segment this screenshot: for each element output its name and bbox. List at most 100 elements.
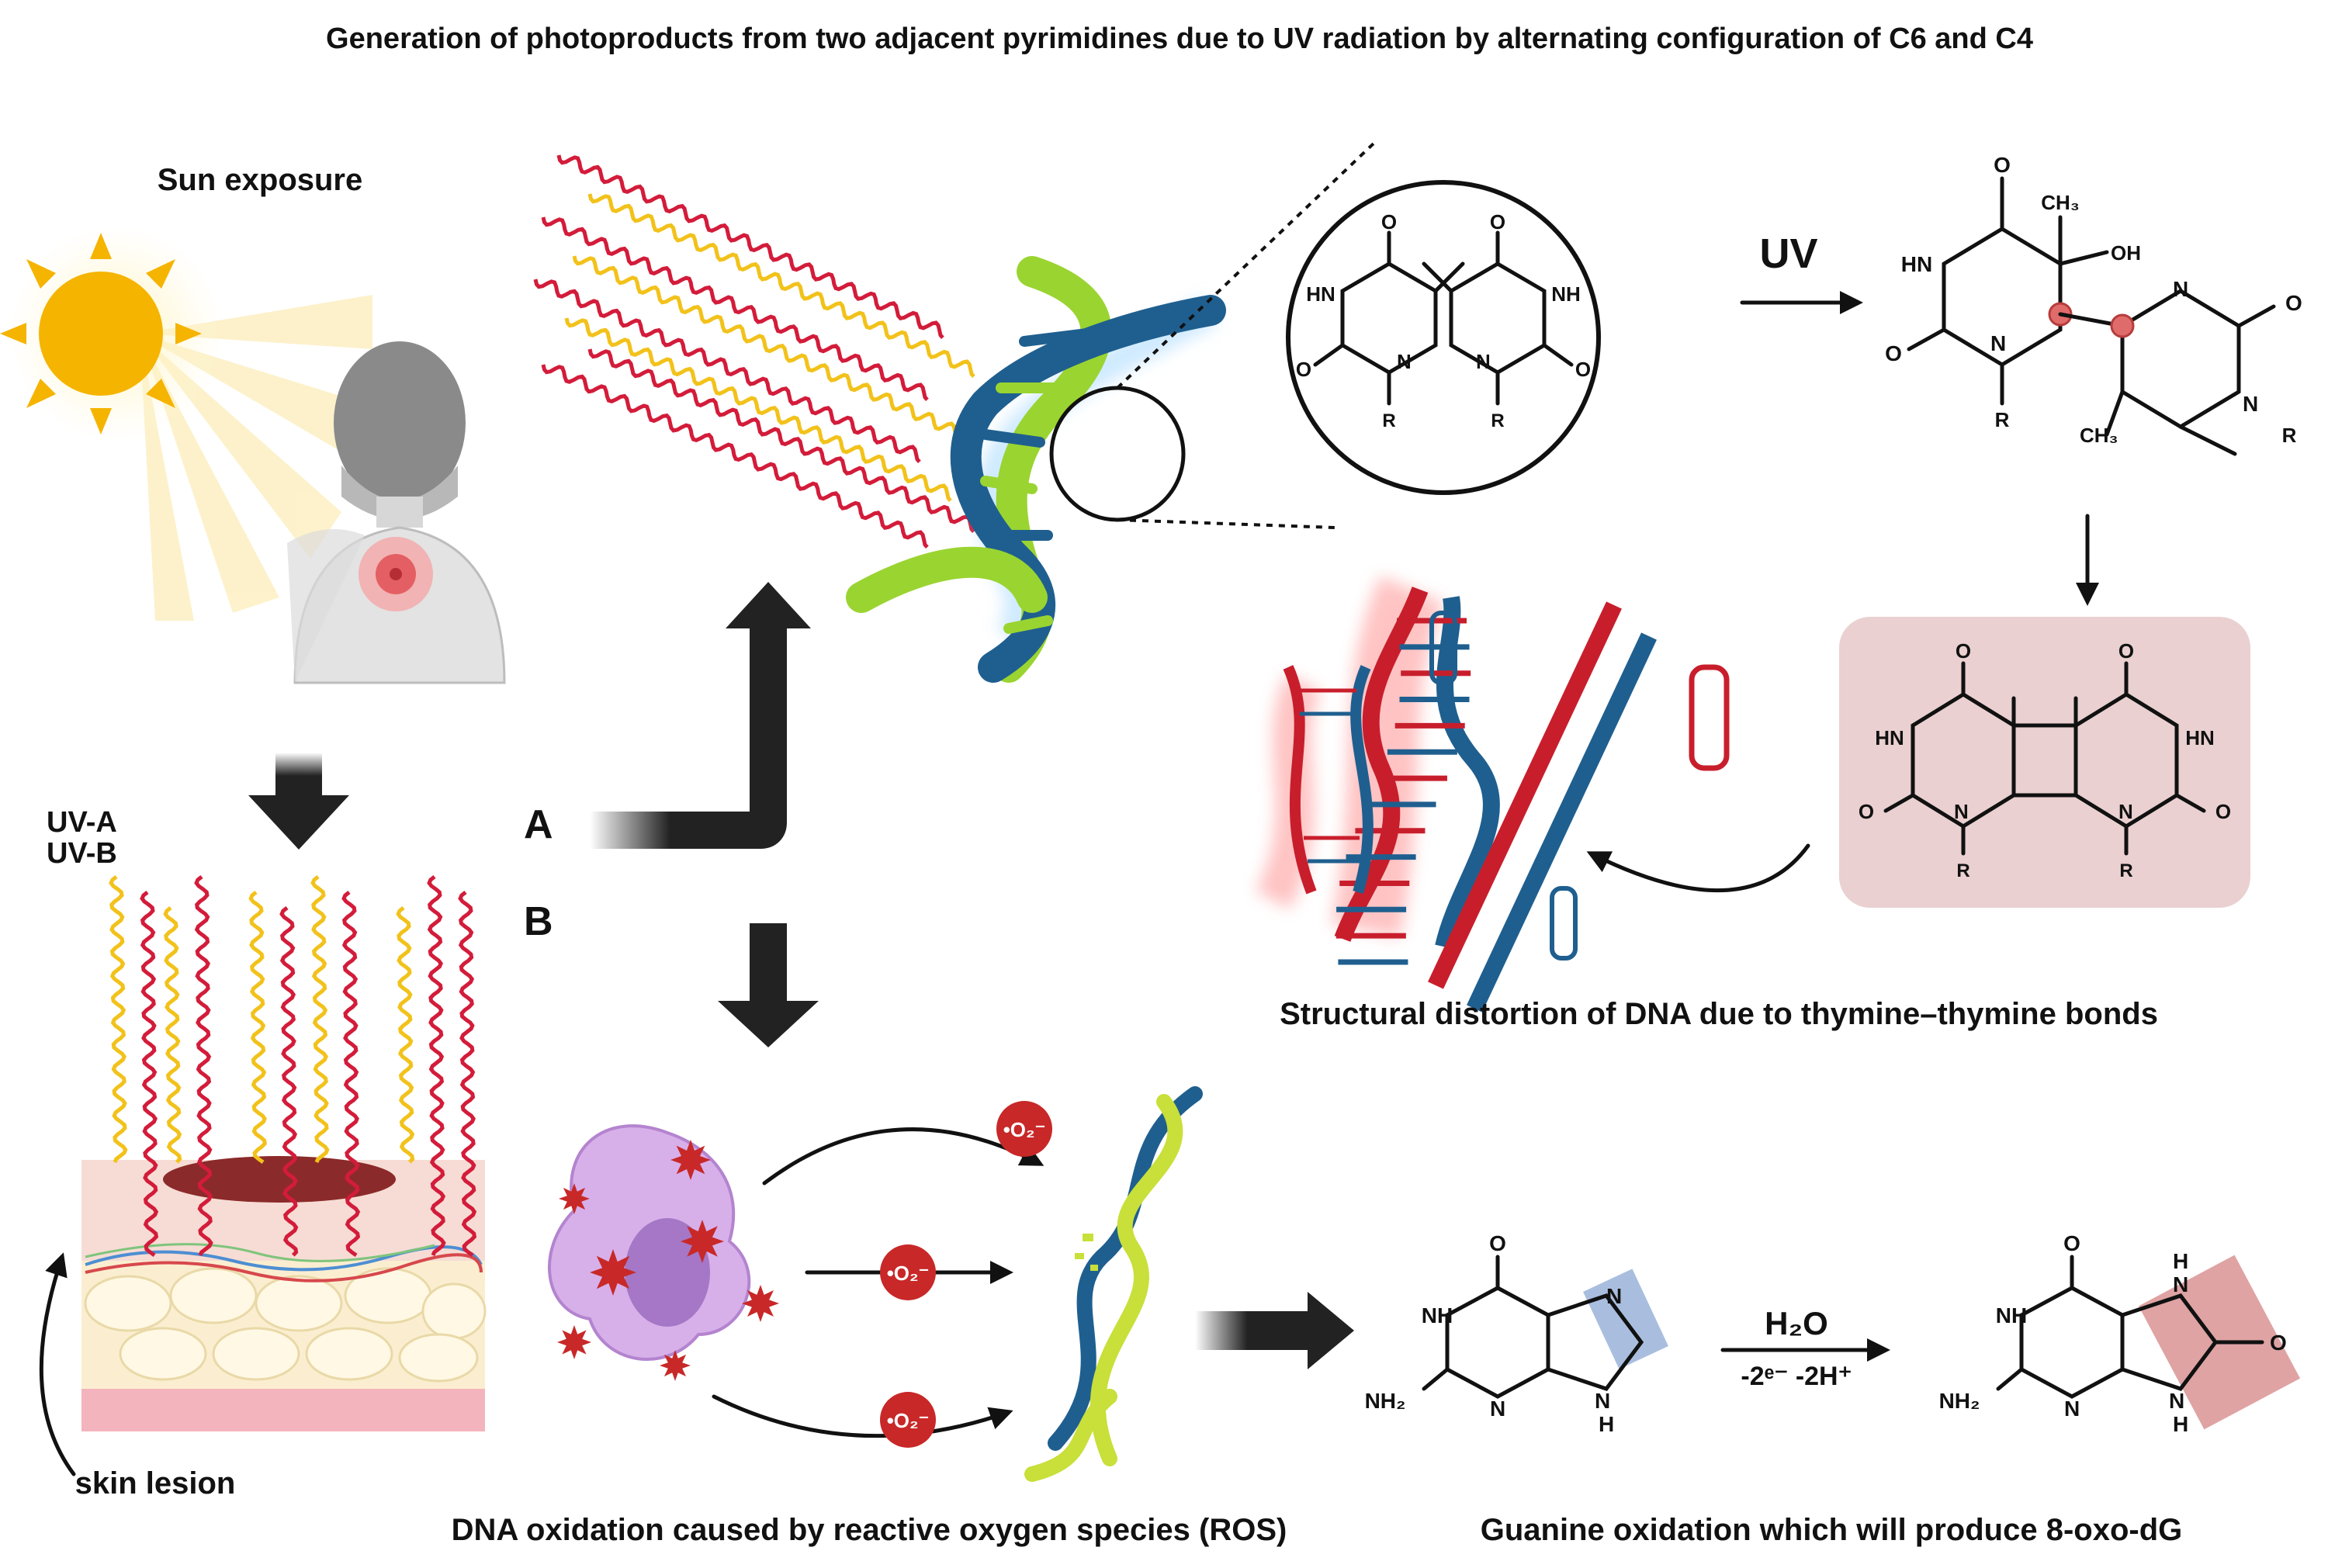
uvb-label: UV-B (47, 837, 117, 870)
photoproduct-6-4: O HN O N R CH₃ OH N O N R CH₃ (1885, 153, 2302, 456)
superoxide-radical-1: •O₂⁻ (996, 1101, 1052, 1157)
atom-n: N (1490, 1397, 1505, 1421)
uv-b-ray (572, 255, 960, 440)
uv-a-ray (556, 154, 944, 339)
oxidized-dna-icon (1024, 1086, 1203, 1482)
atom-nh: NH (1422, 1303, 1453, 1327)
atom-o: O (1381, 210, 1397, 234)
uv-b-ray (279, 906, 299, 1257)
uv-b-ray (140, 891, 159, 1257)
uv-b-ray (541, 364, 929, 549)
uv-arrow-label: UV (1759, 230, 1817, 277)
atom-ch3: CH₃ (2080, 424, 2118, 447)
uv-b-ray (427, 875, 446, 1256)
atom-o: O (1575, 358, 1591, 381)
atom-nh2: NH₂ (1365, 1389, 1406, 1413)
dna-zoom-circle (1049, 386, 1186, 522)
uv-a-ray (109, 875, 128, 1164)
atom-o: O (1885, 341, 1902, 365)
atom-n: N (2064, 1397, 2080, 1421)
arrow-to-distorted-dna (1586, 843, 1810, 893)
o2-label: •O₂⁻ (887, 1409, 930, 1432)
atom-h: H (2173, 1249, 2188, 1273)
pathway-arrows: A B (524, 582, 819, 1047)
atom-r: R (2282, 424, 2297, 447)
guanine-structure: O NH NH₂ N N N H (1365, 1231, 1668, 1436)
atom-n: N (2243, 392, 2258, 416)
uv-b-ray (564, 317, 952, 502)
uv-a-ray (533, 279, 921, 463)
uv-rays-to-dna (533, 154, 975, 549)
thymine-left: O HN O N R (1296, 210, 1465, 431)
distorted-dna-left-icon (1283, 665, 1374, 895)
oxidation-arrow: H₂O -2ᵉ⁻ -2H⁺ (1720, 1305, 1890, 1391)
ros-burst-icon (559, 1183, 590, 1214)
ros-burst-icon (681, 1220, 724, 1263)
atom-hn: HN (1875, 726, 1904, 749)
atom-hn: HN (1306, 282, 1335, 306)
o2-label: •O₂⁻ (887, 1262, 930, 1285)
o2-label: •O₂⁻ (1003, 1118, 1046, 1141)
atom-hn: HN (1901, 252, 1932, 276)
water-label: H₂O (1765, 1305, 1828, 1341)
atom-r: R (2119, 860, 2132, 881)
sun-exposure-label: Sun exposure (158, 163, 363, 197)
electron-loss-label: -2ᵉ⁻ -2H⁺ (1741, 1362, 1852, 1391)
nucleus-icon (625, 1218, 710, 1327)
ros-cell-panel (548, 1124, 779, 1381)
sun-exposure-panel: Sun exposure (0, 163, 506, 684)
oxo-dg-structure: O NH NH₂ N H N N H O (1939, 1231, 2301, 1436)
uv-rays-on-skin (109, 875, 477, 1257)
arrow-to-guanine (1195, 1292, 1354, 1369)
arrow-down-to-skin (248, 753, 349, 850)
atom-nh: NH (1996, 1303, 2027, 1327)
superoxide-radical-3: •O₂⁻ (880, 1392, 936, 1448)
atom-o: O (1956, 639, 1971, 663)
atom-o: O (2270, 1331, 2287, 1355)
dna-helix-top (846, 142, 1375, 683)
atom-n: N (2169, 1389, 2184, 1413)
atom-r: R (1995, 408, 2010, 431)
uva-label: UV-A (47, 806, 117, 839)
atom-nh: NH (1551, 282, 1581, 306)
atom-o: O (1489, 1231, 1506, 1255)
ros-burst-icon (742, 1285, 779, 1322)
uv-b-ray (341, 891, 361, 1257)
atom-o: O (2215, 800, 2231, 823)
atom-o: O (2285, 291, 2302, 315)
uv-b-ray (587, 193, 975, 378)
ros-burst-icon (590, 1249, 636, 1296)
atom-n: N (2173, 277, 2188, 301)
superoxide-radical-2: •O₂⁻ (880, 1244, 936, 1300)
atom-r: R (1956, 860, 1969, 881)
uv-b-ray (194, 875, 213, 1256)
atom-o: O (2118, 639, 2134, 663)
distortion-caption: Structural distortion of DNA due to thym… (1280, 997, 2158, 1031)
lesion-pointer-arrow (39, 1252, 76, 1476)
atom-o: O (1490, 210, 1505, 234)
atom-ch3: CH₃ (2041, 191, 2080, 214)
atom-o: O (1859, 800, 1874, 823)
superoxide-arrows: •O₂⁻ •O₂⁻ •O₂⁻ (712, 1101, 1052, 1448)
atom-oh: OH (2111, 241, 2141, 265)
skin-lesion-on-back-icon (359, 537, 433, 611)
ros-caption: DNA oxidation caused by reactive oxygen … (452, 1513, 1287, 1547)
figure-title: Generation of photoproducts from two adj… (326, 22, 2033, 55)
atom-h: H (2173, 1412, 2188, 1436)
thymine-right: O NH O N R (1422, 210, 1591, 431)
uv-a-ray (310, 875, 330, 1164)
atom-n: N (1476, 350, 1491, 373)
muscle-layer (81, 1389, 485, 1431)
atom-n: N (1606, 1284, 1622, 1308)
atom-n: N (1954, 800, 1969, 823)
small-dna-fragment-icon (1429, 611, 1730, 961)
atom-o: O (2063, 1231, 2080, 1255)
lesion-melanoma (163, 1156, 396, 1203)
sun-icon (0, 233, 202, 434)
cyclobutane-dimer-box: O HN O N R O HN O N R (1839, 617, 2250, 908)
atom-n: N (2118, 800, 2133, 823)
uv-a-ray (396, 906, 415, 1164)
ros-burst-icon (660, 1350, 691, 1381)
atom-nh2: NH₂ (1939, 1389, 1980, 1413)
